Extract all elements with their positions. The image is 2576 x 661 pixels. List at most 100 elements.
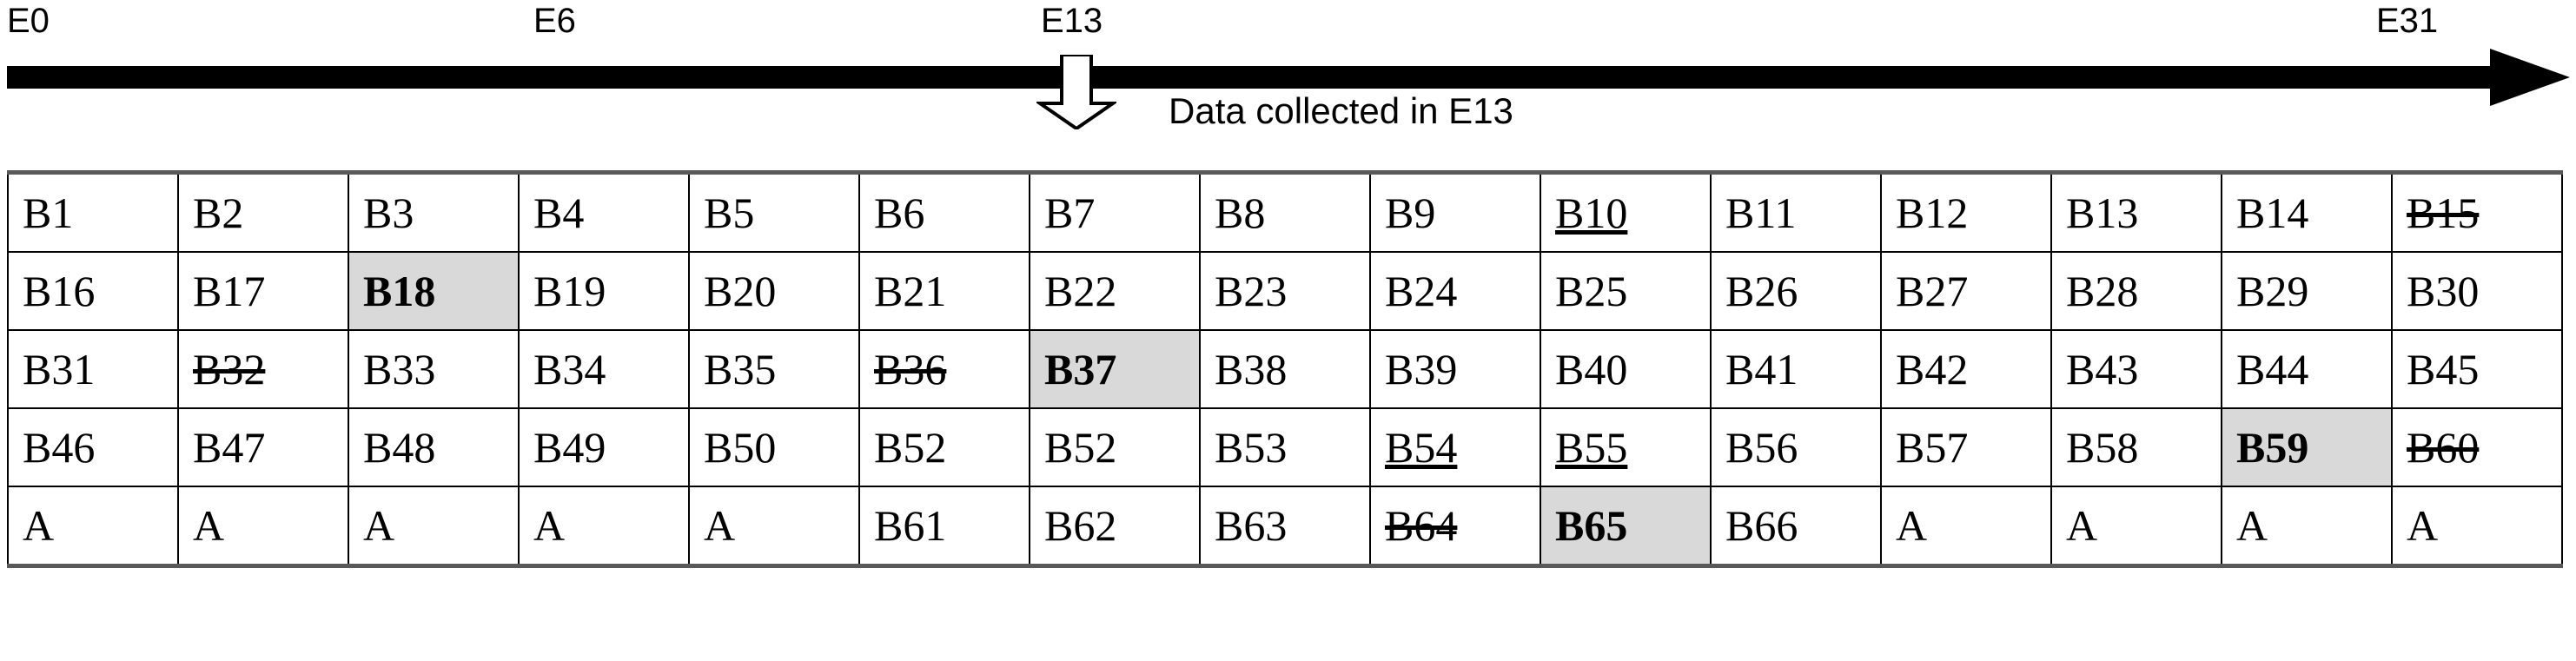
batch-cell[interactable]: B18 xyxy=(348,251,520,331)
batch-cell-label: B66 xyxy=(1725,501,1798,550)
batch-cell[interactable]: B61 xyxy=(858,486,1030,566)
batch-cell-label: B8 xyxy=(1215,188,1266,237)
batch-cell[interactable]: B49 xyxy=(518,407,690,487)
batch-cell-label: B60 xyxy=(2407,423,2480,472)
batch-cell[interactable]: B45 xyxy=(2391,329,2563,409)
batch-cell[interactable]: B15 xyxy=(2391,172,2563,253)
batch-cell-label: B49 xyxy=(533,423,606,472)
batch-cell[interactable]: B44 xyxy=(2221,329,2393,409)
batch-cell[interactable]: B52 xyxy=(1029,407,1201,487)
batch-cell[interactable]: B62 xyxy=(1029,486,1201,566)
batch-cell[interactable]: B20 xyxy=(688,251,860,331)
batch-cell-label: B3 xyxy=(363,188,414,237)
batch-cell-label: B28 xyxy=(2066,267,2139,315)
batch-cell[interactable]: B55 xyxy=(1540,407,1712,487)
batch-cell[interactable]: B1 xyxy=(7,172,179,253)
batch-cell[interactable]: B11 xyxy=(1710,172,1882,253)
batch-cell[interactable]: B30 xyxy=(2391,251,2563,331)
batch-cell[interactable]: B3 xyxy=(348,172,520,253)
batch-cell[interactable]: B34 xyxy=(518,329,690,409)
batch-cell-label: B43 xyxy=(2066,345,2139,393)
batch-cell[interactable]: B12 xyxy=(1880,172,2052,253)
batch-cell[interactable]: B32 xyxy=(177,329,349,409)
batch-cell[interactable]: B43 xyxy=(2050,329,2222,409)
batch-cell[interactable]: B23 xyxy=(1199,251,1371,331)
batch-cell[interactable]: B64 xyxy=(1369,486,1541,566)
batch-cell[interactable]: B29 xyxy=(2221,251,2393,331)
batch-cell[interactable]: B35 xyxy=(688,329,860,409)
batch-cell[interactable]: A xyxy=(688,486,860,566)
batch-cell-label: A xyxy=(1896,501,1928,550)
batch-cell[interactable]: B42 xyxy=(1880,329,2052,409)
batch-cell[interactable]: B27 xyxy=(1880,251,2052,331)
batch-cell[interactable]: B58 xyxy=(2050,407,2222,487)
batch-cell[interactable]: A xyxy=(2221,486,2393,566)
callout-down-arrow-icon xyxy=(1034,53,1119,131)
batch-cell-label: B36 xyxy=(874,345,947,393)
batch-cell[interactable]: B26 xyxy=(1710,251,1882,331)
batch-cell[interactable]: B66 xyxy=(1710,486,1882,566)
batch-cell[interactable]: A xyxy=(2050,486,2222,566)
batch-cell[interactable]: B14 xyxy=(2221,172,2393,253)
batch-cell-label: B5 xyxy=(704,188,755,237)
batch-cell[interactable]: B46 xyxy=(7,407,179,487)
batch-cell-label: B52 xyxy=(1044,423,1117,472)
batch-cell[interactable]: B22 xyxy=(1029,251,1201,331)
batch-cell[interactable]: B7 xyxy=(1029,172,1201,253)
batch-cell-label: B13 xyxy=(2066,188,2139,237)
batch-cell-label: B61 xyxy=(874,501,947,550)
batch-cell[interactable]: A xyxy=(1880,486,2052,566)
batch-cell[interactable]: B39 xyxy=(1369,329,1541,409)
batch-cell[interactable]: B25 xyxy=(1540,251,1712,331)
batch-cell[interactable]: B54 xyxy=(1369,407,1541,487)
batch-cell[interactable]: B17 xyxy=(177,251,349,331)
batch-cell[interactable]: B50 xyxy=(688,407,860,487)
batch-cell-label: B64 xyxy=(1385,501,1458,550)
batch-cell[interactable]: B16 xyxy=(7,251,179,331)
batch-cell[interactable]: A xyxy=(7,486,179,566)
batch-cell[interactable]: B4 xyxy=(518,172,690,253)
batch-cell[interactable]: B21 xyxy=(858,251,1030,331)
batch-cell[interactable]: B60 xyxy=(2391,407,2563,487)
batch-cell[interactable]: B57 xyxy=(1880,407,2052,487)
batch-cell[interactable]: A xyxy=(177,486,349,566)
batch-cell[interactable]: B40 xyxy=(1540,329,1712,409)
batch-cell[interactable]: B47 xyxy=(177,407,349,487)
batch-cell[interactable]: B31 xyxy=(7,329,179,409)
batch-cell[interactable]: B2 xyxy=(177,172,349,253)
batch-cell-label: B14 xyxy=(2236,188,2309,237)
batch-cell[interactable]: A xyxy=(518,486,690,566)
batch-cell[interactable]: A xyxy=(348,486,520,566)
batch-cell[interactable]: B36 xyxy=(858,329,1030,409)
batch-cell-label: B44 xyxy=(2236,345,2309,393)
batch-cell-label: B12 xyxy=(1896,188,1969,237)
batch-cell[interactable]: B9 xyxy=(1369,172,1541,253)
batch-cell[interactable]: B6 xyxy=(858,172,1030,253)
batch-cell[interactable]: B10 xyxy=(1540,172,1712,253)
batch-cell[interactable]: B33 xyxy=(348,329,520,409)
batch-cell-label: B55 xyxy=(1555,423,1628,472)
batch-cell[interactable]: B63 xyxy=(1199,486,1371,566)
batch-cell-label: B31 xyxy=(23,345,96,393)
batch-cell[interactable]: B41 xyxy=(1710,329,1882,409)
batch-cell[interactable]: B5 xyxy=(688,172,860,253)
batch-cell[interactable]: B59 xyxy=(2221,407,2393,487)
batch-cell-label: B62 xyxy=(1044,501,1117,550)
batch-cell[interactable]: B19 xyxy=(518,251,690,331)
batch-cell[interactable]: B56 xyxy=(1710,407,1882,487)
batch-cell[interactable]: B37 xyxy=(1029,329,1201,409)
batch-cell-label: B18 xyxy=(363,267,436,315)
batch-cell[interactable]: B65 xyxy=(1540,486,1712,566)
batch-cell[interactable]: B28 xyxy=(2050,251,2222,331)
batch-cell-label: B47 xyxy=(193,423,266,472)
batch-cell[interactable]: B53 xyxy=(1199,407,1371,487)
batch-cell[interactable]: B52 xyxy=(858,407,1030,487)
batch-cell-label: B35 xyxy=(704,345,777,393)
batch-cell[interactable]: B24 xyxy=(1369,251,1541,331)
batch-cell[interactable]: B38 xyxy=(1199,329,1371,409)
batch-cell-label: A xyxy=(704,501,736,550)
batch-cell[interactable]: A xyxy=(2391,486,2563,566)
batch-cell[interactable]: B48 xyxy=(348,407,520,487)
batch-cell[interactable]: B13 xyxy=(2050,172,2222,253)
batch-cell[interactable]: B8 xyxy=(1199,172,1371,253)
